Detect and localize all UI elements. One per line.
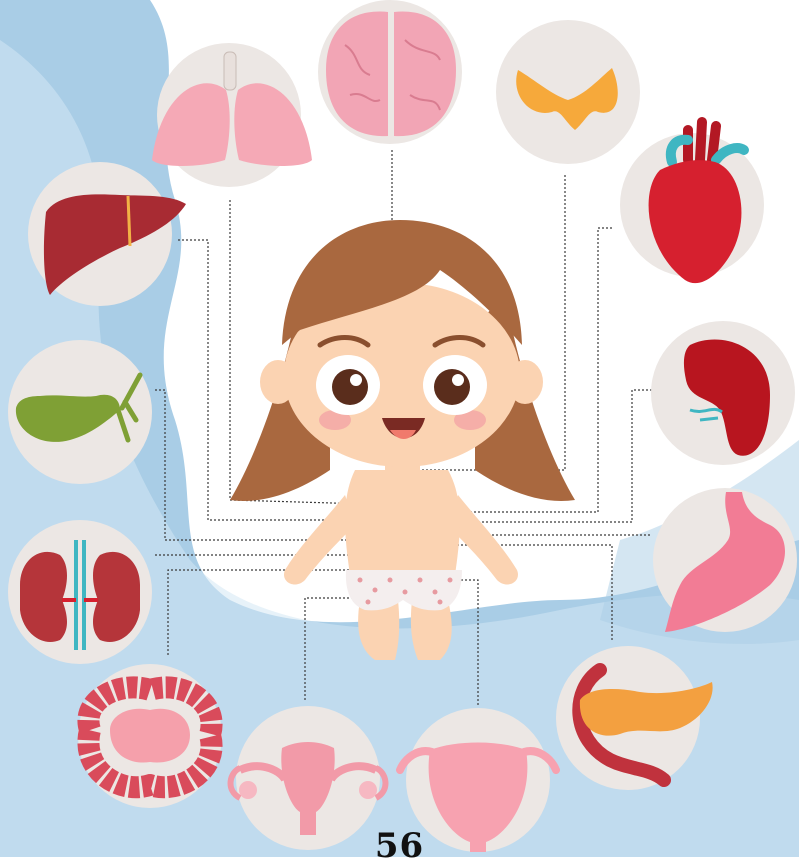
girl-figure — [230, 220, 575, 660]
page-number: 56 — [0, 826, 799, 866]
